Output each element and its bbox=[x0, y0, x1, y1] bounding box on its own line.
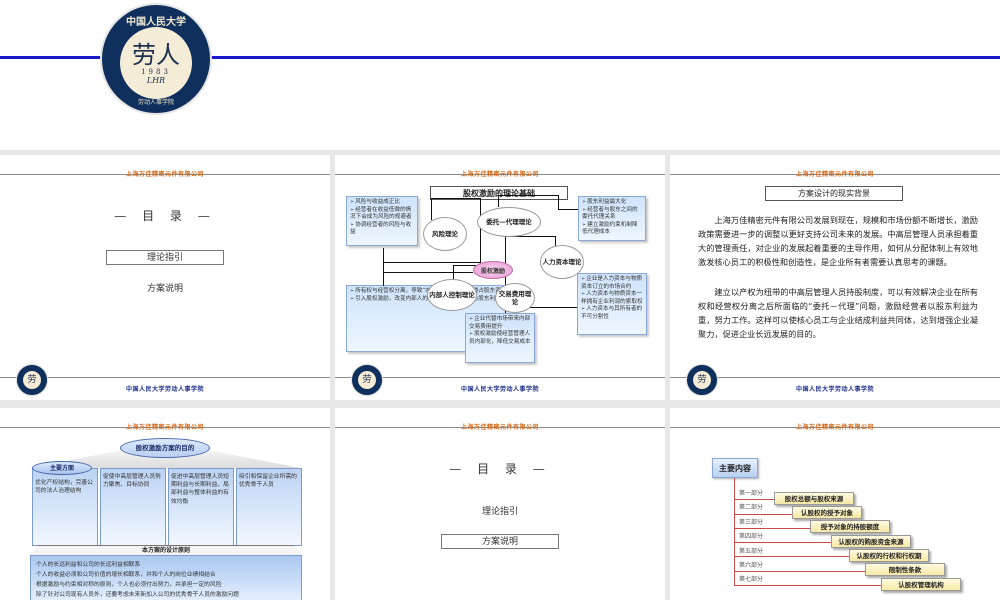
principle-3: 根据激励与约束相对称的原则，个人也必须付出努力，并承担一定的风险 bbox=[36, 582, 222, 588]
slide-footer: 中国人民大学劳动人事学院 bbox=[0, 372, 330, 400]
header-company: 上海万佳精密元件有限公司 bbox=[125, 424, 204, 431]
slide-footer: 中国人民大学劳动人事学院 bbox=[670, 372, 1000, 400]
slide-purpose[interactable]: 上海万佳精密元件有限公司 股权激励方案的目的 优化产权结构，完善公司的法人治理结… bbox=[0, 408, 330, 600]
logo-letters: LHR bbox=[146, 75, 166, 85]
part-label-4: 第四部分 bbox=[739, 533, 764, 540]
slide-footer: 中国人民大学劳动人事学院 bbox=[335, 372, 665, 400]
part-topic-1: 股权总额与股权来源 bbox=[774, 492, 854, 505]
part-label-3: 第三部分 bbox=[739, 519, 764, 526]
purpose-column-4: 吸引和保留企业所需的优秀骨干人员 bbox=[236, 468, 302, 546]
logo-glyph: 劳人 bbox=[132, 40, 180, 69]
footer-line bbox=[335, 377, 665, 378]
paragraph-2: 建立以产权为纽带的中高层管理人员持股制度，可以有效解决企业在所有权和经营权分离之… bbox=[698, 287, 978, 339]
paragraph-1: 上海万佳精密元件有限公司发展到现在，规模和市场份额不断增长，激励政策需要进一步的… bbox=[698, 215, 978, 267]
part-topic-4: 认股权的购股资金来源 bbox=[831, 535, 911, 548]
cloud-transaction-cost-theory: 交易费用理论 bbox=[495, 283, 535, 313]
logo-ring-bottom: 劳动人事学院 bbox=[137, 99, 174, 106]
note-transaction: 企业代替市场带来内部交易费用提升股权激励使经营管理人员内部化，降低交易成本 bbox=[465, 313, 535, 363]
toc-title: — 目 录 — bbox=[114, 209, 216, 223]
header-company: 上海万佳精密元件有限公司 bbox=[125, 171, 204, 178]
tree-trunk bbox=[734, 478, 735, 586]
slide-outline[interactable]: 上海万佳精密元件有限公司 主要内容 第一部分 股权总额与股权来源 第二部分 认股… bbox=[670, 408, 1000, 600]
outline-title: 主要内容 bbox=[712, 458, 758, 478]
cloud-risk-theory: 风险理论 bbox=[423, 217, 467, 251]
part-topic-7: 认股权管理机构 bbox=[881, 578, 961, 591]
purpose-column-2: 促使中高层管理人员努力聚焦、目标协同 bbox=[100, 468, 166, 546]
footer-school: 中国人民大学劳动人事学院 bbox=[125, 386, 204, 393]
diagram-title: 股权激励的理论基础 bbox=[430, 186, 568, 200]
note-human-capital: 企业是人力资本与物质资本订立的市场合约人力资本与物质资本一样拥有企业利润的索取权… bbox=[577, 273, 647, 335]
logo-ring-top: 中国人民大学 bbox=[126, 17, 186, 28]
slide-header: 上海万佳精密元件有限公司 bbox=[0, 408, 330, 431]
footer-school: 中国人民大学劳动人事学院 bbox=[795, 386, 874, 393]
toc-item-plan: 方案说明 bbox=[441, 534, 559, 549]
principles-box: 个人的长远利益和公司的长远利益相联系 个人的收益必须和公司价值的增长相联系，并和… bbox=[30, 555, 302, 600]
header-company: 上海万佳精密元件有限公司 bbox=[460, 424, 539, 431]
footer-line bbox=[0, 377, 330, 378]
footer-logo: 劳 bbox=[16, 364, 48, 396]
cloud-insider-control-theory: 内部人控制理论 bbox=[427, 279, 477, 311]
slide-header: 上海万佳精密元件有限公司 bbox=[670, 408, 1000, 431]
center-equity-incentive: 股权激励 bbox=[473, 261, 513, 279]
part-topic-5: 认股权的行权和行权期 bbox=[849, 549, 929, 562]
principle-4: 除了针对公司现有人员外，还要考虑未来新加入公司的优秀骨干人员的激励问题 bbox=[36, 592, 239, 598]
toc-item-theory: 理论指引 bbox=[481, 507, 518, 517]
toc-title: — 目 录 — bbox=[449, 462, 551, 476]
part-topic-2: 认股权的授予对象 bbox=[792, 506, 862, 519]
logo-inner: 劳人 1983 LHR bbox=[120, 27, 192, 99]
header-company: 上海万佳精密元件有限公司 bbox=[795, 424, 874, 431]
part-topic-6: 限制性条款 bbox=[865, 563, 945, 576]
logo-year: 1983 bbox=[141, 67, 171, 76]
part-label-2: 第二部分 bbox=[739, 504, 764, 511]
slide-toc-1[interactable]: 上海万佳精密元件有限公司 — 目 录 — 理论指引 方案说明 中国人民大学劳动人… bbox=[0, 155, 330, 400]
university-logo: 中国人民大学 劳人 1983 LHR 劳动人事学院 bbox=[100, 3, 212, 115]
part-label-7: 第七部分 bbox=[739, 576, 764, 583]
cloud-human-capital-theory: 人力资本理论 bbox=[540, 245, 584, 279]
principle-1: 个人的长远利益和公司的长远利益相联系 bbox=[36, 562, 141, 568]
footer-logo: 劳 bbox=[351, 364, 383, 396]
slide-theory-diagram[interactable]: 上海万佳精密元件有限公司 股权激励的理论基础 风险与收益成正比经营者在收益低微的… bbox=[335, 155, 665, 400]
principles-title: 本方案的设计原则 bbox=[30, 545, 302, 555]
footer-logo: 劳 bbox=[686, 364, 718, 396]
footer-line bbox=[670, 377, 1000, 378]
part-label-5: 第五部分 bbox=[739, 548, 764, 555]
principle-2: 个人的收益必须和公司价值的增长相联系，并和个人的岗位业绩相结合 bbox=[36, 572, 216, 578]
accent-line bbox=[0, 56, 1000, 59]
part-label-6: 第六部分 bbox=[739, 562, 764, 569]
purpose-column-3: 促进中高层管理人员短期利益与长期利益、局部利益与整体利益的有效均衡 bbox=[168, 468, 234, 546]
slide-header: 上海万佳精密元件有限公司 bbox=[335, 155, 665, 178]
purpose-column-1: 优化产权结构，完善公司的法人治理结构 bbox=[32, 468, 98, 546]
slide-header: 上海万佳精密元件有限公司 bbox=[0, 155, 330, 178]
cloud-agency-theory: 委托—代理理论 bbox=[477, 207, 541, 237]
note-agency: 股东利益最大化经营者与股东之间的委托代理关系建立激励约束机制降低代理成本 bbox=[578, 196, 646, 241]
footer-school: 中国人民大学劳动人事学院 bbox=[460, 386, 539, 393]
purpose-title: 股权激励方案的目的 bbox=[120, 438, 210, 458]
slide-header: 上海万佳精密元件有限公司 bbox=[670, 155, 1000, 178]
slide-title: 方案设计的现实背景 bbox=[765, 186, 903, 201]
slide-toc-2[interactable]: 上海万佳精密元件有限公司 — 目 录 — 理论指引 方案说明 bbox=[335, 408, 665, 600]
main-aspect-label: 主要方面 bbox=[32, 461, 92, 475]
note-risk: 风险与收益成正比经营者在收益低微的情况下会成为风险的规避者协调经营者的风险与收益 bbox=[346, 196, 418, 246]
toc-item-plan: 方案说明 bbox=[146, 284, 183, 294]
toc-item-theory: 理论指引 bbox=[106, 250, 224, 265]
part-topic-3: 授予对象的持股额度 bbox=[810, 520, 890, 533]
header-company: 上海万佳精密元件有限公司 bbox=[460, 171, 539, 178]
slide-header: 上海万佳精密元件有限公司 bbox=[335, 408, 665, 431]
part-label-1: 第一部分 bbox=[739, 490, 764, 497]
slide-background[interactable]: 上海万佳精密元件有限公司 方案设计的现实背景 上海万佳精密元件有限公司发展到现在… bbox=[670, 155, 1000, 400]
header-company: 上海万佳精密元件有限公司 bbox=[795, 171, 874, 178]
cover-slide[interactable]: 中国人民大学 劳人 1983 LHR 劳动人事学院 bbox=[0, 0, 1000, 150]
